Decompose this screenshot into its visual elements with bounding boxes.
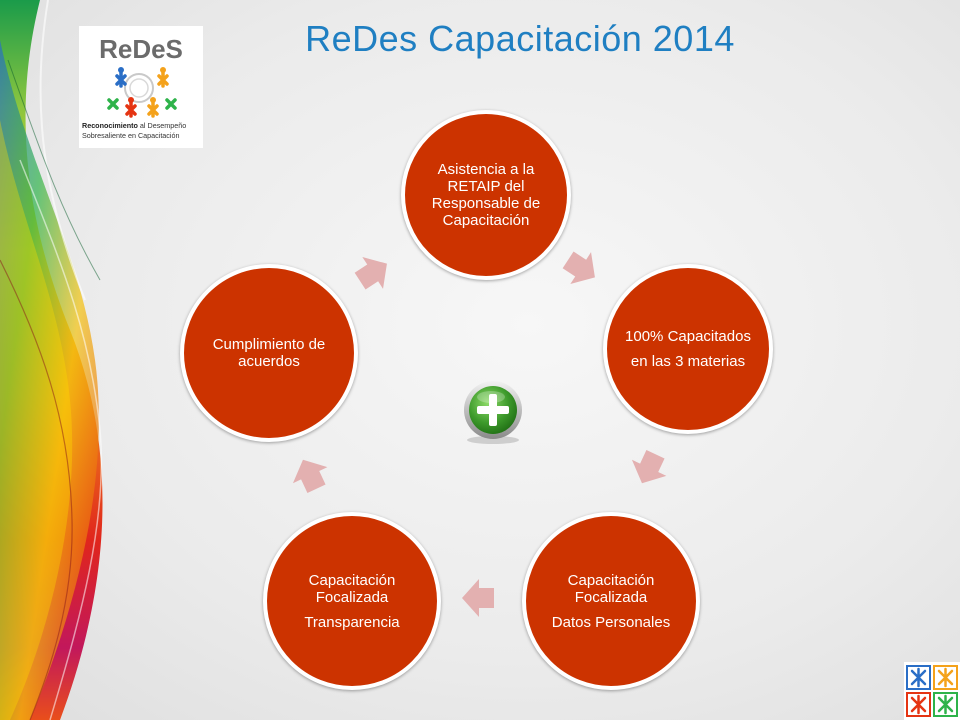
- cycle-arrow-3: [462, 579, 494, 617]
- node-text: Cumplimiento de acuerdos: [212, 336, 326, 370]
- logo-wordmark: ReDeS: [99, 34, 183, 64]
- node-text: en las 3 materias: [630, 353, 746, 370]
- cycle-node-agreement-compliance: Cumplimiento de acuerdos: [180, 264, 358, 442]
- cycle-arrow-5: [354, 256, 387, 290]
- redes-logo: ReDeS Reconocimiento al Desempeño Sobres…: [79, 26, 203, 148]
- cycle-arrow-1: [562, 251, 595, 285]
- logo-caption-line1: Reconocimiento al Desempeño: [82, 121, 187, 130]
- node-text: Asistencia a la RETAIP del Responsable d…: [431, 161, 541, 229]
- node-text: Capacitación Focalizada: [308, 571, 396, 606]
- cycle-node-focused-training-transparency: Capacitación Focalizada Transparencia: [263, 512, 441, 690]
- cycle-node-focused-training-personal-data: Capacitación Focalizada Datos Personales: [522, 512, 700, 690]
- plus-icon[interactable]: [461, 380, 525, 444]
- cycle-node-100-percent-trained: 100% Capacitados en las 3 materias: [603, 264, 773, 434]
- cycle-node-retaip-attendance: Asistencia a la RETAIP del Responsable d…: [401, 110, 571, 280]
- cycle-arrow-4: [292, 459, 328, 494]
- node-text: Datos Personales: [551, 613, 671, 631]
- node-text: 100% Capacitados: [625, 328, 751, 345]
- node-text: Capacitación Focalizada: [567, 571, 655, 606]
- cycle-arrow-2: [631, 449, 667, 484]
- slide-title: ReDes Capacitación 2014: [305, 18, 735, 59]
- logo-caption-line2: Sobresaliente en Capacitación: [82, 131, 180, 140]
- node-text: Transparencia: [304, 613, 400, 631]
- institution-logo-icon: [904, 662, 960, 720]
